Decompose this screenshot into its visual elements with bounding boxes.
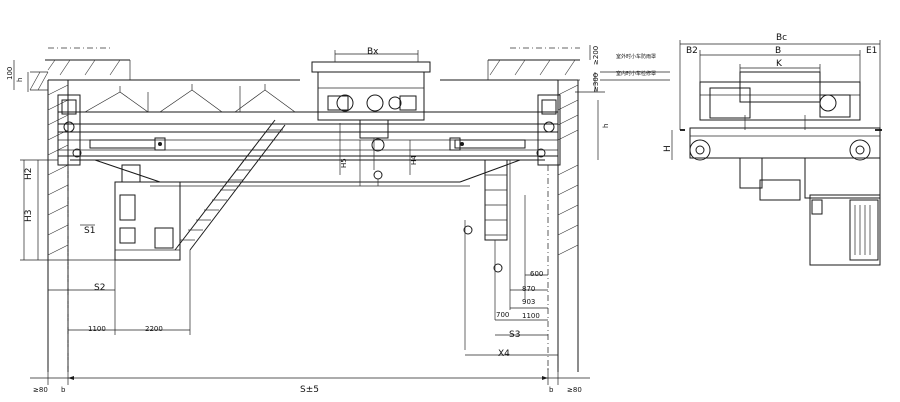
x4-label: X4 xyxy=(498,349,510,359)
end-trucks xyxy=(57,94,561,166)
left-clearance-label: ≥80 xyxy=(33,386,48,394)
dim-1100-right: 1100 xyxy=(522,312,540,320)
span-dimension xyxy=(30,368,590,385)
dim-903: 903 xyxy=(522,298,535,306)
b-left-label: b xyxy=(61,386,66,394)
bridge-girder xyxy=(57,111,559,187)
staircase xyxy=(174,119,286,251)
dim-870: 870 xyxy=(522,285,535,293)
dim-600: 600 xyxy=(530,270,543,278)
dim-300-top: ≥300 xyxy=(592,73,600,92)
h5-label: H5 xyxy=(340,158,348,168)
hoppers xyxy=(83,84,297,113)
h-label: H xyxy=(663,145,673,152)
dim-700: 700 xyxy=(496,311,509,319)
drive-shafts xyxy=(89,137,526,151)
b-label: B xyxy=(775,46,781,56)
front-view: S±5 ≥80 ≥80 b b S2 S1 S3 X4 1100 2200 11… xyxy=(6,45,670,395)
dim-2200: 2200 xyxy=(145,325,163,333)
span-label: S±5 xyxy=(300,385,319,395)
operator-cab xyxy=(114,164,181,261)
right-wall xyxy=(480,47,580,372)
h-side-label: h xyxy=(602,124,610,128)
h2-label: H2 xyxy=(24,168,34,181)
s1-label: S1 xyxy=(84,226,95,236)
ladder xyxy=(484,159,526,320)
dim-1100-left: 1100 xyxy=(88,325,106,333)
dim-200-top: ≥200 xyxy=(592,46,600,65)
aux-hooks xyxy=(463,220,503,350)
note-indoor-cover: 室内时小车检修罩 xyxy=(616,70,656,77)
right-dimensions xyxy=(465,45,670,356)
h3-label: H3 xyxy=(24,210,34,223)
bc-label: Bc xyxy=(776,33,787,43)
dim-100-top: 100 xyxy=(6,67,14,80)
h-top-label: h xyxy=(16,78,24,82)
s3-label: S3 xyxy=(509,330,520,340)
bx-label: Bx xyxy=(367,47,379,57)
left-wall xyxy=(29,47,131,372)
left-dimensions xyxy=(13,60,191,335)
right-clearance-label: ≥80 xyxy=(567,386,582,394)
e1-label: E1 xyxy=(866,46,877,56)
b-right-label: b xyxy=(549,386,554,394)
h4-label: H4 xyxy=(410,155,418,165)
k-label: K xyxy=(776,59,783,69)
side-view: Bc B K B2 E1 H xyxy=(663,33,882,266)
s2-label: S2 xyxy=(94,283,105,293)
b2-label: B2 xyxy=(686,46,698,56)
trolley xyxy=(311,50,431,186)
note-outdoor-cover: 室外时小车防雨罩 xyxy=(616,53,656,60)
